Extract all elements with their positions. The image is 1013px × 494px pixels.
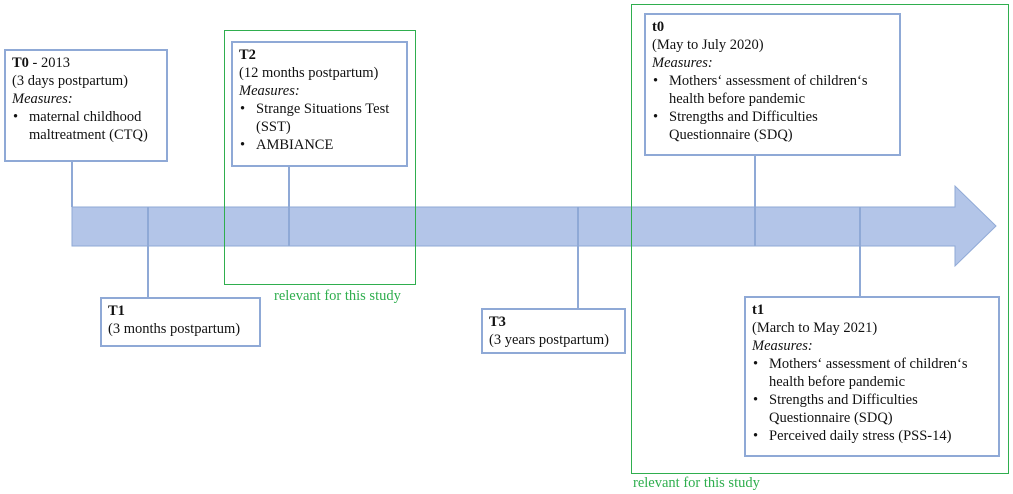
measure-item: AMBIANCE — [239, 136, 406, 154]
measure-item: Mothers‘ assessment of children‘s health… — [752, 355, 998, 391]
timeline-arrow — [71, 184, 997, 268]
timepoint-label: T1 — [108, 303, 125, 319]
timepoint-box-T2: T2 (12 months postpartum) Measures: Stra… — [231, 41, 408, 167]
timepoint-subtitle: (3 years postpartum) — [489, 332, 609, 348]
timepoint-subtitle: (3 days postpartum) — [12, 73, 128, 89]
measure-item: maternal childhood maltreatment (CTQ) — [12, 108, 166, 144]
highlight-label-t0-t1: relevant for this study — [633, 475, 760, 491]
measure-item: Strange Situations Test (SST) — [239, 100, 406, 136]
timepoint-subtitle: (3 months postpartum) — [108, 321, 241, 337]
measures-list: Strange Situations Test (SST) AMBIANCE — [239, 100, 406, 154]
measures-list: Mothers‘ assessment of children‘s health… — [752, 355, 998, 445]
timepoint-label: t0 — [652, 19, 665, 35]
timepoint-subtitle: (May to July 2020) — [652, 37, 764, 53]
timepoint-subtitle: (March to May 2021) — [752, 320, 878, 336]
highlight-label-t2: relevant for this study — [274, 288, 401, 304]
measures-list: Mothers‘ assessment of children‘s health… — [652, 72, 899, 144]
timepoint-box-t0-2020: t0 (May to July 2020) Measures: Mothers‘… — [644, 13, 901, 156]
measures-label: Measures: — [239, 83, 300, 99]
highlight-frame-t0-t1 — [631, 4, 1009, 474]
measure-item: Strengths and Difficulties Questionnaire… — [652, 108, 899, 144]
timepoint-label: t1 — [752, 302, 765, 318]
measure-item: Mothers‘ assessment of children‘s health… — [652, 72, 899, 108]
measures-list: maternal childhood maltreatment (CTQ) — [12, 108, 166, 144]
timepoint-box-T1: T1 (3 months postpartum) — [100, 297, 261, 347]
timepoint-year: - 2013 — [28, 55, 71, 71]
measures-label: Measures: — [12, 91, 73, 107]
timepoint-subtitle: (12 months postpartum) — [239, 65, 379, 81]
timepoint-label: T2 — [239, 47, 256, 63]
measures-label: Measures: — [752, 338, 813, 354]
measure-item: Perceived daily stress (PSS-14) — [752, 427, 998, 445]
timepoint-box-T0: T0 - 2013 (3 days postpartum) Measures: … — [4, 49, 168, 162]
measure-item: Strengths and Difficulties Questionnaire… — [752, 391, 998, 427]
timepoint-label: T0 — [12, 55, 29, 71]
timepoint-label: T3 — [489, 314, 506, 330]
timepoint-box-T3: T3 (3 years postpartum) — [481, 308, 626, 354]
timepoint-box-t1-2021: t1 (March to May 2021) Measures: Mothers… — [744, 296, 1000, 457]
highlight-frame-t2 — [224, 30, 416, 285]
measures-label: Measures: — [652, 55, 713, 71]
